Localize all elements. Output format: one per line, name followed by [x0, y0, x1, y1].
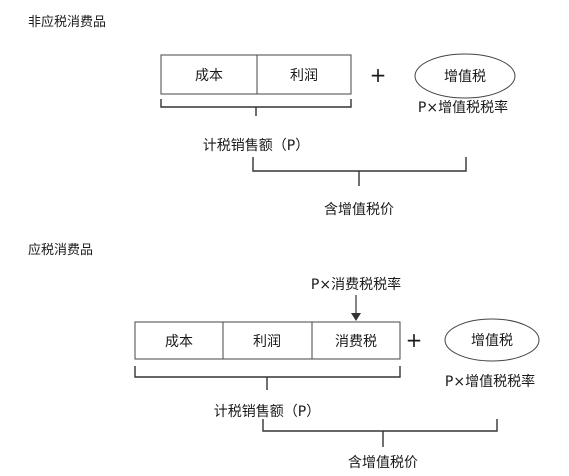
section2-plus-sign: +: [406, 328, 423, 352]
section1-price-components: 成本 利润: [160, 54, 352, 95]
section2-cost-box: [134, 321, 224, 360]
section2-tax-base-label: 计税销售额（P）: [214, 404, 320, 420]
section2-vat-formula: P×增值税税率: [445, 373, 535, 390]
section2-heading: 应税消费品: [28, 242, 93, 258]
section1-vat-oval-label: 增值税: [444, 69, 486, 85]
section1-tax-base-brace: [160, 99, 352, 116]
section1-heading: 非应税消费品: [28, 14, 106, 30]
section1-plus-sign: +: [370, 63, 387, 87]
section1-cost-box: [160, 54, 258, 95]
section2-consumption-tax-box: [311, 321, 401, 360]
section2-consumption-formula: P×消费税税率: [311, 276, 401, 293]
section2-cost-label: 成本: [165, 334, 193, 350]
section1-total-price-label: 含增值税价: [324, 202, 394, 218]
section2-profit-box: [222, 321, 313, 360]
section1-total-price-brace: [252, 157, 467, 186]
section2-consumption-tax-label: 消费税: [335, 334, 377, 350]
section1-profit-box: [256, 54, 352, 95]
section2-total-price-brace: [262, 419, 498, 447]
section2-arrow-head-icon: [351, 313, 361, 321]
section2-vat-oval-label: 增值税: [471, 333, 513, 349]
section1-profit-label: 利润: [290, 68, 318, 84]
section1-cost-label: 成本: [195, 68, 223, 84]
section2-profit-label: 利润: [253, 334, 281, 350]
section-non-taxable-goods: 非应税消费品 成本 利润 + 增值税 P×增值税税率 计税销售额（P） 含增值税…: [28, 14, 516, 218]
section-taxable-goods: 应税消费品 P×消费税税率 成本 利润 消费税 + 增值税 P×增值税税率 计税…: [28, 242, 540, 471]
section1-tax-base-label: 计税销售额（P）: [203, 138, 309, 154]
section2-price-components: 成本 利润 消费税: [134, 321, 401, 360]
section1-vat-formula: P×增值税税率: [418, 99, 508, 116]
section1-vat-oval: [414, 53, 516, 99]
section2-tax-base-brace: [134, 366, 401, 390]
section2-vat-oval: [444, 318, 540, 362]
section2-total-price-label: 含增值税价: [348, 455, 418, 471]
